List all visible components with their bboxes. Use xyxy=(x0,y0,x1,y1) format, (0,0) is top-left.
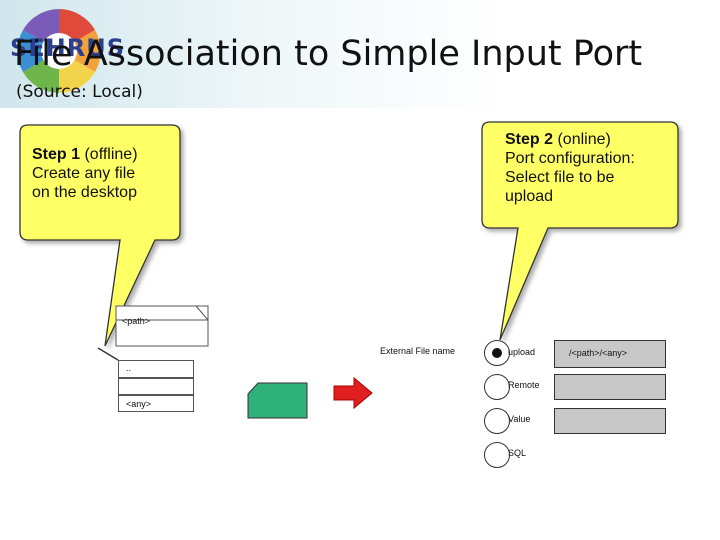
radio-upload-label: upload xyxy=(508,347,536,357)
radio-remote[interactable] xyxy=(484,374,510,400)
tree-row-any[interactable]: <any> xyxy=(118,395,194,412)
callout-right-bubble xyxy=(481,121,679,341)
step1-note: (offline) xyxy=(84,146,138,163)
upload-path-value: /<path>/<any> xyxy=(569,348,628,358)
input-port-shape xyxy=(247,382,308,419)
step2-line4: upload xyxy=(505,188,554,205)
step2-label: Step 2 xyxy=(505,131,554,148)
radio-value[interactable] xyxy=(484,408,510,434)
step1-line2: Create any file xyxy=(32,165,136,182)
step2-note: (online) xyxy=(557,131,611,148)
slide-title: File Association to Simple Input Port xyxy=(14,34,643,74)
remote-field[interactable] xyxy=(554,374,666,400)
tree-row-parent[interactable]: .. xyxy=(118,360,194,378)
slide-subtitle: (Source: Local) xyxy=(16,82,143,102)
tree-row-any-label: <any> xyxy=(126,399,152,409)
step2-line3: Select file to be xyxy=(505,169,615,186)
step2-line2: Port configuration: xyxy=(505,150,635,167)
radio-sql-label: SQL xyxy=(508,448,527,458)
callout-left-bubble xyxy=(19,124,181,347)
tree-row-empty[interactable] xyxy=(118,378,194,395)
radio-sql[interactable] xyxy=(484,442,510,468)
radio-upload-selected-dot xyxy=(492,348,502,358)
callout-left-text: Step 1 (offline) Create any file on the … xyxy=(32,145,172,202)
radio-remote-label: Remote xyxy=(508,380,540,390)
callout-right-text: Step 2 (online) Port configuration: Sele… xyxy=(505,130,675,206)
folder-label: <path> xyxy=(122,316,151,326)
value-field[interactable] xyxy=(554,408,666,434)
step1-label: Step 1 xyxy=(32,146,81,163)
tree-row-parent-label: .. xyxy=(126,363,132,373)
tree-connector xyxy=(97,347,119,361)
upload-path-field[interactable]: /<path>/<any> xyxy=(554,340,666,368)
sehrus-logo xyxy=(17,9,101,93)
header-band xyxy=(0,0,720,108)
external-file-name-label: External File name xyxy=(380,346,456,356)
red-arrow xyxy=(333,376,373,410)
radio-value-label: Value xyxy=(508,414,531,424)
step1-line3: on the desktop xyxy=(32,184,137,201)
logo-text: SEHRUS xyxy=(10,34,126,62)
radio-upload[interactable] xyxy=(484,340,510,366)
